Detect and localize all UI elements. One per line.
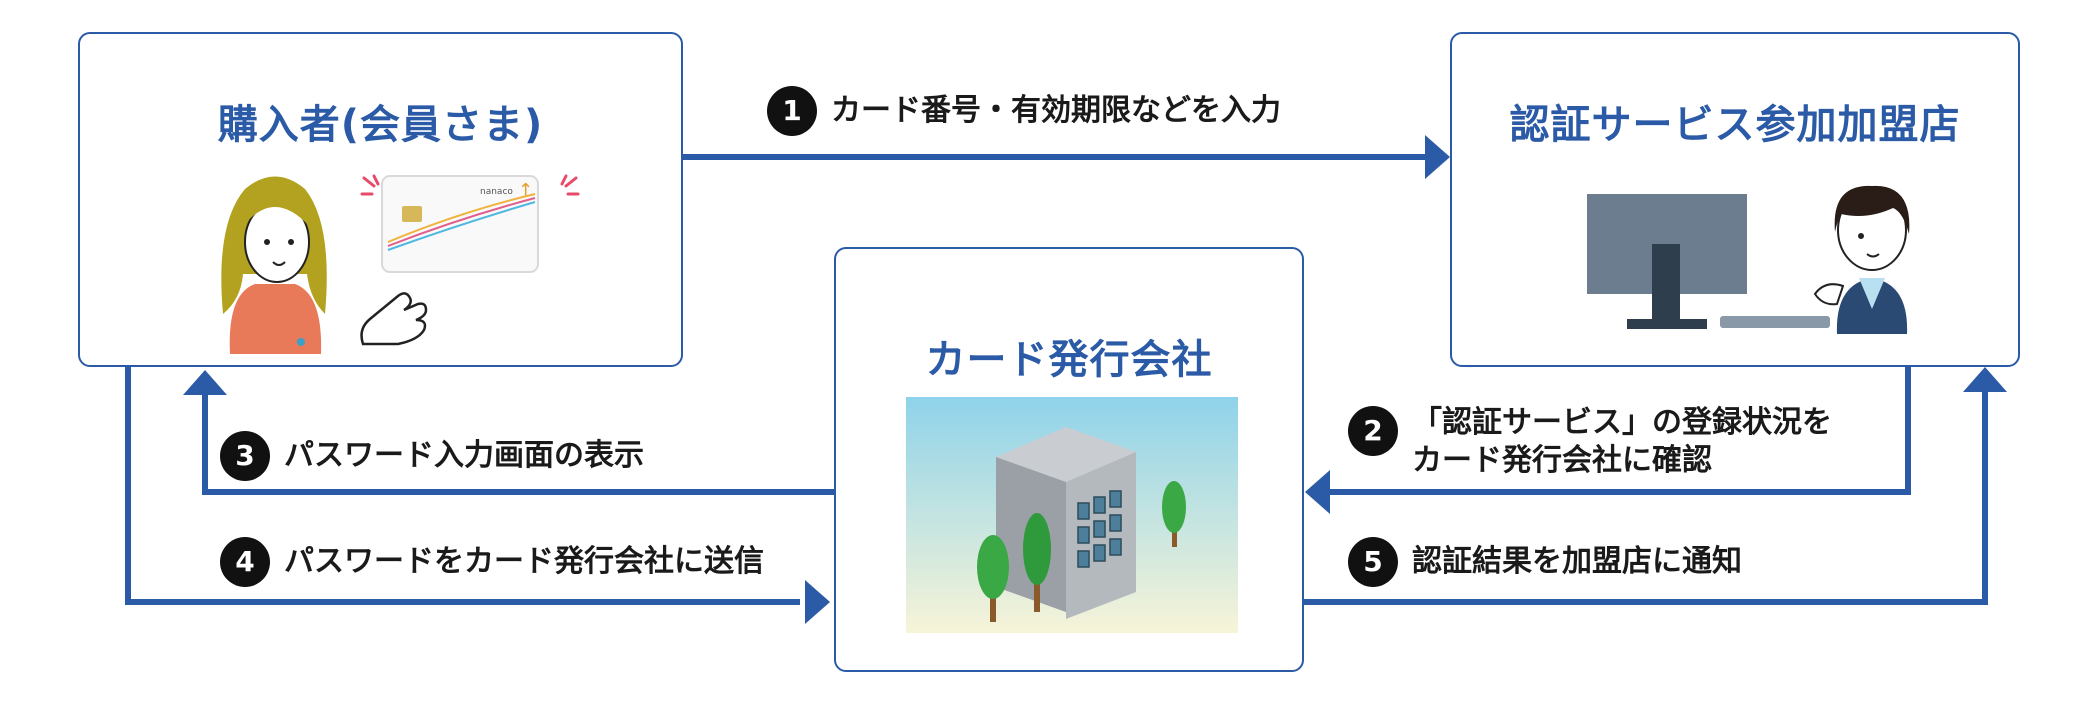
arrowhead-step-4 (805, 580, 830, 624)
node-purchaser: 購入者(会員さま) nanaco ↑ (78, 32, 683, 367)
arrowhead-step-5 (1963, 367, 2007, 392)
step-2-label: 2 「認証サービス」の登録状況を カード発行会社に確認 (1348, 404, 1832, 480)
card-brand: nanaco (480, 187, 513, 197)
step-5-number: 5 (1348, 537, 1398, 587)
credit-card-illustration: nanaco ↑ (381, 175, 539, 273)
node-issuer: カード発行会社 (834, 247, 1304, 672)
keyboard-illustration (1720, 316, 1830, 328)
step-1-number: 1 (767, 86, 817, 136)
step-2-number: 2 (1348, 406, 1398, 456)
step-1-text: カード番号・有効期限などを入力 (831, 93, 1281, 128)
step-3-text: パスワード入力画面の表示 (284, 438, 644, 473)
arrow-step-4 (125, 367, 800, 605)
step-1-label: 1 カード番号・有効期限などを入力 (767, 86, 1281, 136)
step-3-number: 3 (220, 431, 270, 481)
arrowhead-step-3 (183, 370, 227, 395)
arrow-step-3 (202, 395, 834, 495)
node-issuer-title: カード発行会社 (925, 337, 1213, 383)
step-5-label: 5 認証結果を加盟店に通知 (1348, 537, 1742, 587)
merchant-staff-illustration (1813, 185, 1910, 334)
node-merchant: 認証サービス参加加盟店 (1450, 32, 2020, 367)
office-building-illustration (906, 397, 1238, 633)
step-3-label: 3 パスワード入力画面の表示 (220, 431, 644, 481)
step-2-text-line1: 「認証サービス」の登録状況を (1412, 405, 1832, 440)
arrowhead-step-1 (1425, 135, 1450, 179)
monitor-illustration (1587, 194, 1747, 329)
arrow-step-5 (1304, 392, 1988, 605)
node-purchaser-title: 購入者(会員さま) (217, 102, 544, 148)
step-2-text-line2: カード発行会社に確認 (1412, 443, 1712, 478)
step-4-number: 4 (220, 537, 270, 587)
purchaser-woman-illustration (221, 176, 327, 354)
sparkle-right-icon (560, 174, 580, 196)
arrow-step-2 (1330, 367, 1911, 495)
step-5-text: 認証結果を加盟店に通知 (1412, 544, 1742, 579)
step-4-label: 4 パスワードをカード発行会社に送信 (220, 537, 764, 587)
hand-icon (360, 292, 428, 346)
step-4-text: パスワードをカード発行会社に送信 (284, 544, 764, 579)
sparkle-left-icon (360, 174, 380, 196)
node-merchant-title: 認証サービス参加加盟店 (1509, 102, 1961, 148)
arrowhead-step-2 (1305, 470, 1330, 514)
